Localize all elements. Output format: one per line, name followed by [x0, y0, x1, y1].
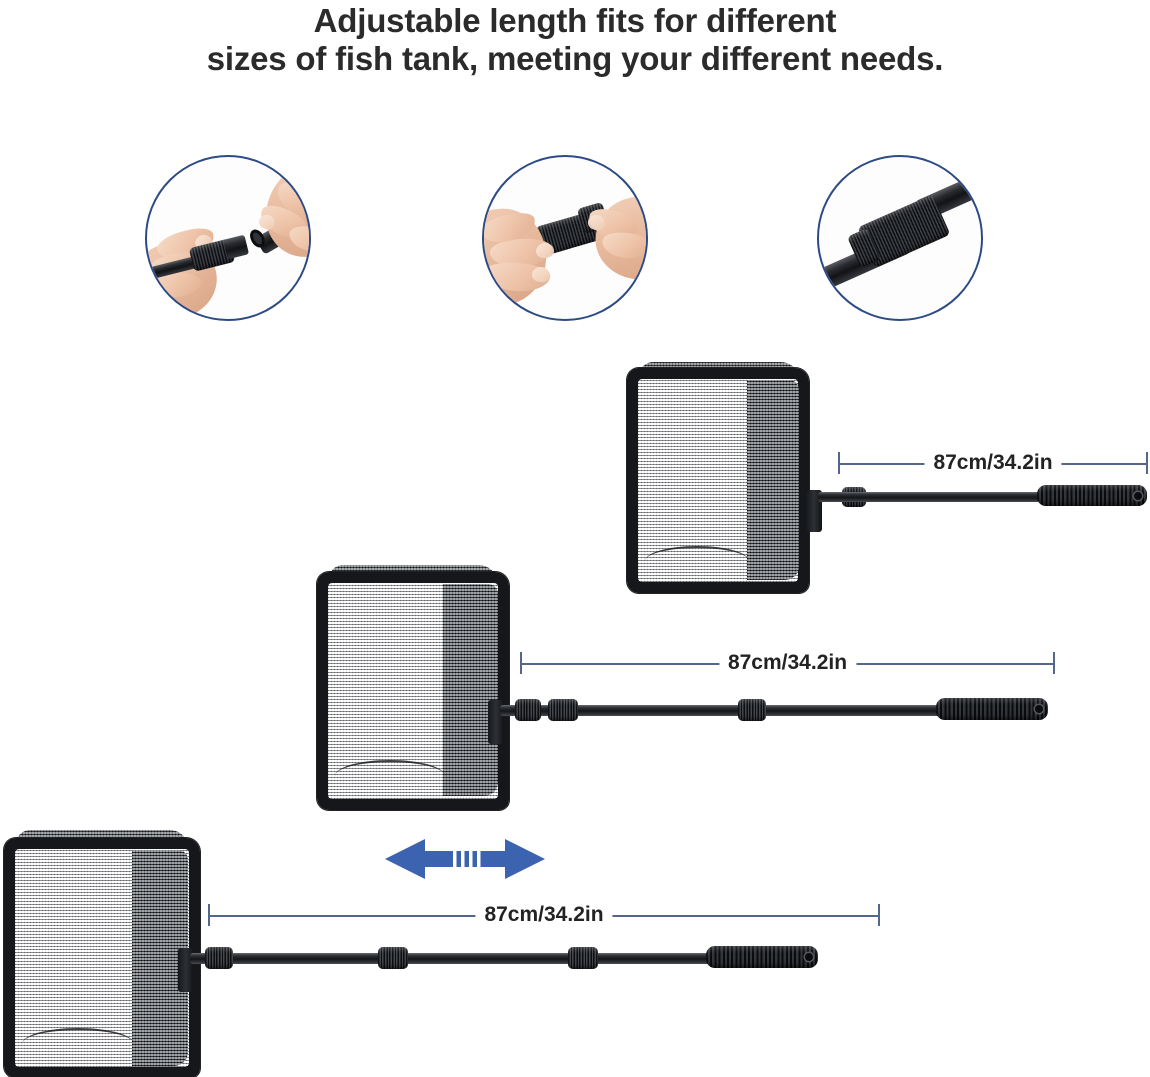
pole-handle-grip-long: [706, 946, 818, 968]
dimension-cap-left: [838, 452, 840, 474]
net-bag-side: [443, 584, 498, 796]
handle-hang-hole: [805, 953, 813, 961]
dimension-label-long: 87cm/34.2in: [475, 903, 613, 927]
extend-retract-arrow: [383, 836, 547, 882]
net-bag-side: [747, 380, 799, 580]
dimension-callout-short: 87cm/34.2in: [838, 448, 1148, 478]
dimension-cap-right: [1146, 452, 1148, 474]
double-arrow-icon: [385, 839, 545, 879]
step-3-illustration: [819, 157, 981, 319]
pole-joint: [515, 699, 541, 721]
fish-net-head-long: [4, 830, 200, 1077]
dimension-cap-left: [520, 652, 522, 674]
net-bag-fold: [645, 546, 749, 576]
pole-handle-grip-short: [1037, 485, 1147, 506]
pole-joint: [378, 947, 408, 969]
step-1-illustration: [147, 157, 309, 319]
step-photo-2: [482, 155, 648, 321]
dimension-label-medium: 87cm/34.2in: [718, 651, 857, 675]
step-photo-1: [145, 155, 311, 321]
dimension-callout-medium: 87cm/34.2in: [520, 648, 1055, 678]
dimension-callout-long: 87cm/34.2in: [208, 900, 880, 930]
handle-hang-hole: [1134, 491, 1142, 500]
dimension-cap-right: [878, 904, 880, 926]
net-rim: [317, 572, 509, 810]
handle-hang-hole: [1035, 705, 1043, 713]
page-title: Adjustable length fits for different siz…: [0, 2, 1150, 78]
net-bag-fold: [335, 760, 445, 792]
dimension-label-short: 87cm/34.2in: [924, 451, 1062, 475]
headline-line-1: Adjustable length fits for different: [313, 2, 837, 39]
dimension-cap-left: [208, 904, 210, 926]
step-2-illustration: [484, 157, 646, 319]
net-rim: [627, 368, 809, 593]
dimension-cap-right: [1053, 652, 1055, 674]
pole-joint: [205, 947, 233, 969]
pole-joint: [738, 699, 766, 721]
pole-shaft-long: [190, 953, 710, 964]
pole-handle-grip-medium: [936, 698, 1048, 720]
pole-shaft-medium: [500, 705, 940, 716]
headline-line-2: sizes of fish tank, meeting your differe…: [206, 40, 944, 77]
net-bag-fold: [22, 1028, 134, 1060]
step-photo-3: [817, 155, 983, 321]
pole-joint: [548, 699, 578, 721]
fish-net-head-medium: [317, 565, 509, 810]
fish-net-head-short: [627, 362, 809, 593]
pole-joint: [568, 947, 598, 969]
pole-shaft-short: [818, 492, 1040, 502]
